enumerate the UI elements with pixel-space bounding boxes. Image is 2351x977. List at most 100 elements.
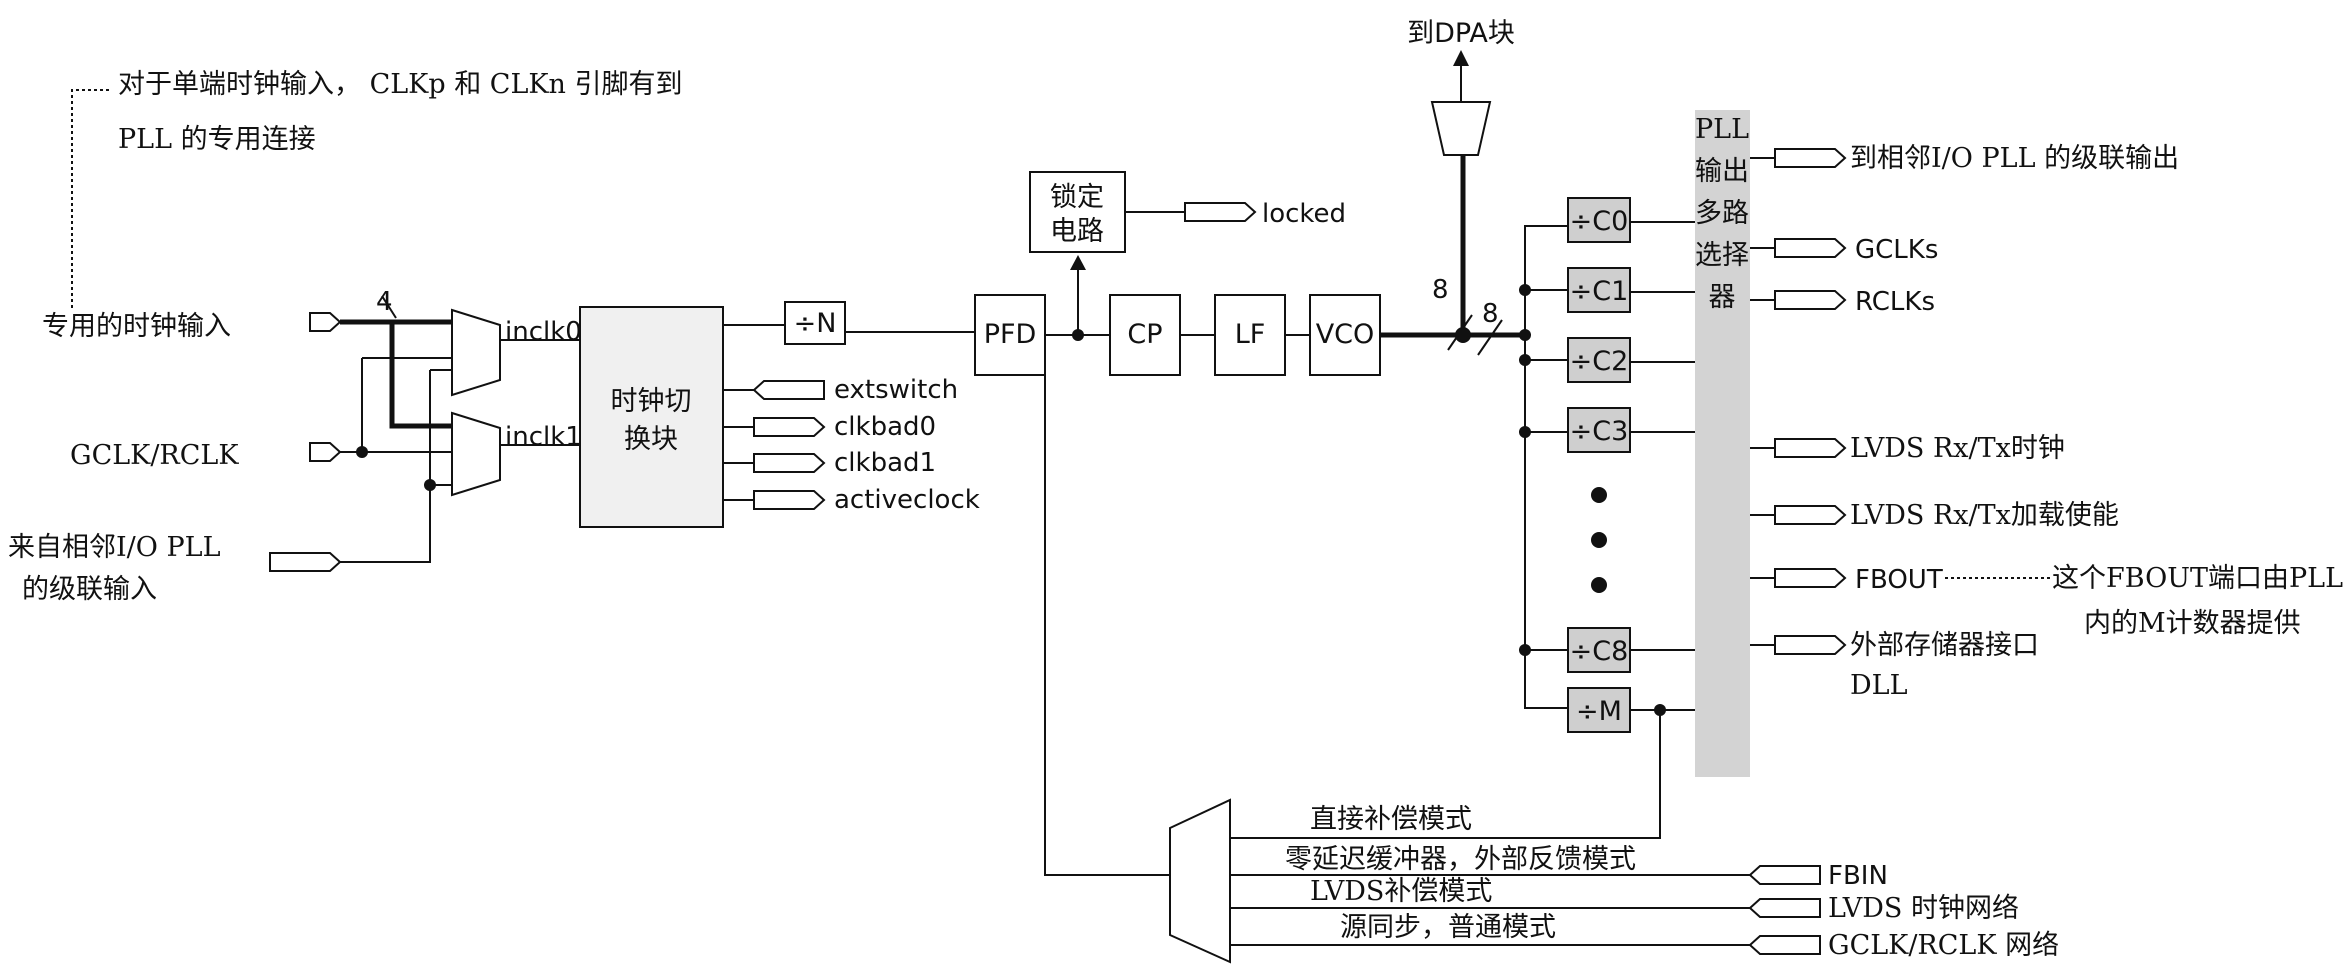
pfd-feedback-wire <box>1044 375 1170 876</box>
vco-block <box>1309 294 1381 376</box>
dedicated-clock-pin <box>309 312 342 332</box>
c8-counter <box>1567 627 1631 673</box>
bus-slash <box>1477 319 1503 356</box>
lf-block <box>1214 294 1286 376</box>
cascade-to-mux1 <box>340 484 452 563</box>
c8-label: ÷C8 <box>1570 636 1629 667</box>
c3-label: ÷C3 <box>1570 416 1629 447</box>
extswitch-label: extswitch <box>834 375 958 405</box>
n-counter-label: ÷N <box>794 308 837 339</box>
vco-bus-width-b: 8 <box>1482 299 1499 329</box>
fbout-label: FBOUT <box>1855 565 1943 595</box>
vco-label: VCO <box>1316 319 1375 350</box>
gclks-pin <box>1774 238 1847 258</box>
lock-label-line2: 电路 <box>1050 216 1104 247</box>
fbout-note-line2: 内的M计数器提供 <box>2084 608 2301 639</box>
cascade-output-label: 到相邻I/O PLL 的级联输出 <box>1850 143 2179 174</box>
c2-label: ÷C2 <box>1570 346 1629 377</box>
cp-block <box>1109 294 1181 376</box>
switchover-label-line1: 时钟切 <box>611 386 692 417</box>
c1-label: ÷C1 <box>1570 276 1629 307</box>
cascade-input-label-line1: 来自相邻I/O PLL <box>8 532 221 563</box>
clkbad1-pin <box>753 453 826 473</box>
pfd-block <box>974 294 1046 376</box>
rclks-pin <box>1774 290 1847 310</box>
mode-lvds: LVDS补偿模式 <box>1310 876 1492 907</box>
feedback-mux <box>1169 798 1231 964</box>
output-mux-label-5: 器 <box>1709 282 1736 313</box>
fbout-pin <box>1774 568 1847 588</box>
inclk1-label: inclk1 <box>505 422 582 452</box>
activeclock-pin <box>753 490 826 510</box>
bus-slash <box>381 295 397 319</box>
inclk1-mux <box>451 411 501 497</box>
vco-bus-width-a: 8 <box>1432 275 1449 305</box>
pfd-label: PFD <box>984 319 1037 350</box>
note-single-ended-line1: 对于单端时钟输入， CLKp 和 CLKn 引脚有到 <box>118 69 683 100</box>
ellipsis-dot <box>1591 577 1607 593</box>
lock-detect-block <box>1029 171 1126 253</box>
c0-label: ÷C0 <box>1570 206 1629 237</box>
output-mux-label-4: 选择 <box>1695 240 1749 271</box>
clock-switchover-block <box>579 306 724 528</box>
ellipsis-dot <box>1591 487 1607 503</box>
c1-counter <box>1567 267 1631 313</box>
cascade-input-label-line2: 的级联输入 <box>22 574 157 605</box>
n-counter-block <box>784 301 846 345</box>
locked-label: locked <box>1262 199 1346 229</box>
dedicated-bus-to-mux1 <box>389 322 452 429</box>
fbin-label: FBIN <box>1828 861 1888 891</box>
dpa-buffer <box>1430 101 1492 156</box>
fbout-note-line1: 这个FBOUT端口由PLL <box>2052 563 2343 594</box>
clkbad1-label: clkbad1 <box>834 448 936 478</box>
m-feedback-wire <box>1230 710 1661 839</box>
output-mux-label-3: 多路 <box>1695 198 1749 229</box>
gclk-rclk-pin <box>309 442 342 462</box>
lvds-enable-pin <box>1774 505 1847 525</box>
junction-dot <box>1519 329 1531 341</box>
gclks-label: GCLKs <box>1855 235 1938 265</box>
arrow-head <box>1453 50 1469 66</box>
c2-counter <box>1567 337 1631 383</box>
clkbad0-pin <box>753 417 826 437</box>
arrow-head <box>1070 255 1086 270</box>
output-mux-label-1: PLL <box>1695 114 1749 145</box>
note-leader-line <box>71 89 110 308</box>
locked-pin <box>1184 202 1257 222</box>
bus-slash <box>1447 314 1473 351</box>
c0-counter <box>1567 197 1631 243</box>
lvds-enable-label: LVDS Rx/Tx加载使能 <box>1850 500 2119 531</box>
fbin-pin <box>1748 865 1821 885</box>
m-label: ÷M <box>1576 696 1622 727</box>
activeclock-label: activeclock <box>834 485 980 515</box>
dpa-label: 到DPA块 <box>1407 18 1515 49</box>
note-single-ended-line2: PLL 的专用连接 <box>118 124 316 155</box>
cascade-output-pin <box>1774 148 1847 168</box>
lock-label-line1: 锁定 <box>1050 182 1104 213</box>
rclks-label: RCLKs <box>1855 287 1935 317</box>
mode-direct: 直接补偿模式 <box>1310 804 1472 835</box>
input-bus-width: 4 <box>376 287 393 317</box>
mode-zero-delay: 零延迟缓冲器，外部反馈模式 <box>1285 844 1636 875</box>
dedicated-clock-input-label: 专用的时钟输入 <box>42 311 231 342</box>
lvds-network-pin <box>1748 898 1821 918</box>
m-counter <box>1567 687 1631 733</box>
cp-label: CP <box>1127 319 1162 350</box>
mode-source-sync: 源同步，普通模式 <box>1340 912 1556 943</box>
gclk-network-label: GCLK/RCLK 网络 <box>1828 930 2059 961</box>
clkbad0-label: clkbad0 <box>834 412 936 442</box>
junction-dot <box>424 479 436 491</box>
c3-counter <box>1567 407 1631 453</box>
lvds-network-label: LVDS 时钟网络 <box>1828 893 2019 924</box>
output-mux-label-2: 输出 <box>1695 156 1749 187</box>
gclk-rclk-input-label: GCLK/RCLK <box>70 440 239 471</box>
inclk0-mux <box>451 308 501 397</box>
switchover-label-line2: 换块 <box>624 424 678 455</box>
lvds-clock-pin <box>1774 438 1847 458</box>
lvds-clock-label: LVDS Rx/Tx时钟 <box>1850 433 2065 464</box>
ext-mem-label-line1: 外部存储器接口 <box>1850 630 2039 661</box>
gclk-network-pin <box>1748 935 1821 955</box>
ext-mem-label-line2: DLL <box>1850 670 1908 701</box>
lf-label: LF <box>1235 319 1266 350</box>
